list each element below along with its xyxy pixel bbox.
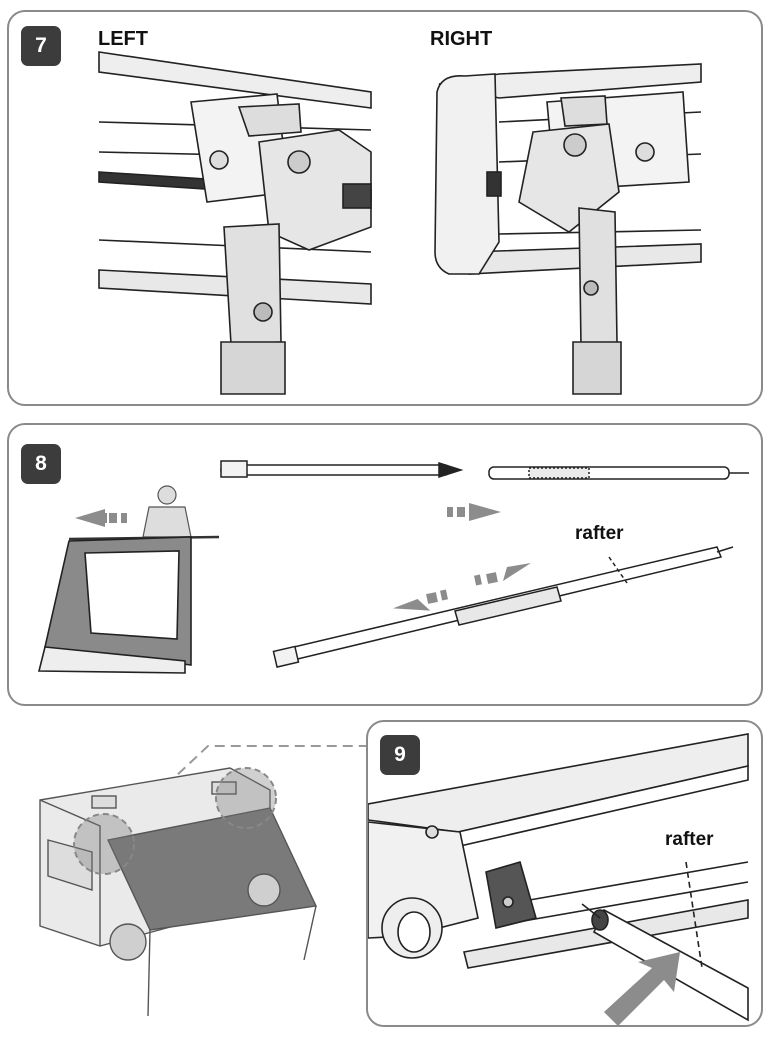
rafter-label-step9: rafter [665, 829, 714, 850]
highlight-left-mount [73, 813, 135, 875]
left-bracket-illustration [98, 51, 372, 395]
step-8-badge: 8 [21, 444, 61, 484]
right-label: RIGHT [430, 28, 493, 50]
step-8-illustration [37, 460, 749, 674]
arrow-pull-left [75, 509, 127, 527]
step-7-badge: 7 [21, 26, 61, 66]
highlight-right-mount [215, 767, 277, 829]
step-7-panel: 7 LEFT RIGHT [7, 10, 763, 406]
step-8-panel: 8 rafter [7, 423, 763, 706]
step-9-panel: 9 rafter [366, 720, 763, 1027]
person-figure [68, 485, 220, 541]
step-9-badge: 9 [380, 735, 420, 775]
rafter-label-step8: rafter [575, 523, 624, 544]
awning-fabric [37, 536, 192, 674]
rafter-part-b [488, 466, 749, 480]
arrow-extend [392, 563, 531, 611]
rafter-part-a [220, 460, 464, 479]
arrow-join-right [447, 503, 501, 521]
arrow-insert-rafter [604, 952, 680, 1026]
rafter-assembled [272, 546, 734, 668]
step-9-illustration [368, 733, 749, 1026]
callout-connector [107, 745, 366, 841]
left-label: LEFT [98, 28, 148, 50]
awning-overview [106, 807, 318, 931]
